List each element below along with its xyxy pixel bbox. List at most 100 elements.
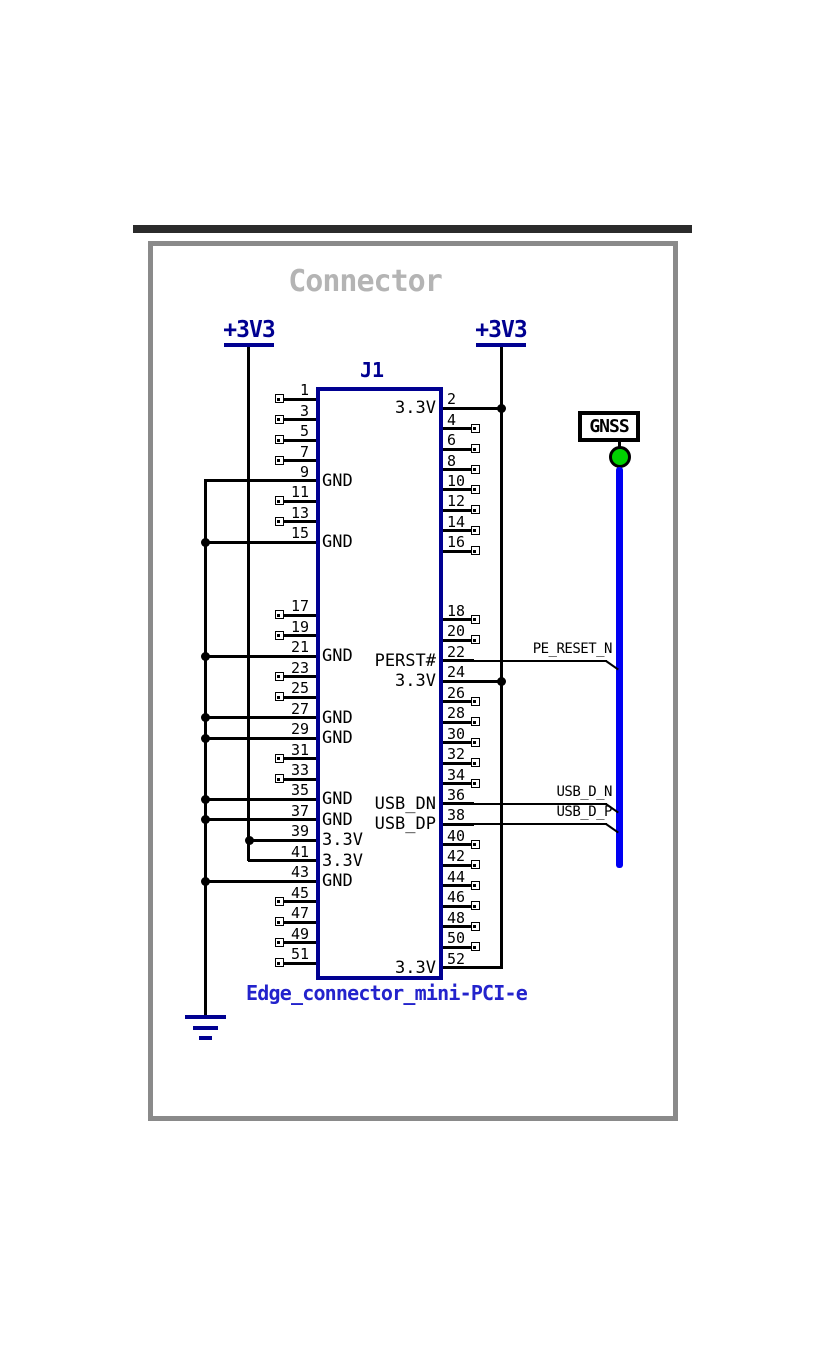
pin-5-wire — [283, 438, 316, 442]
pin-41-wire — [248, 859, 316, 862]
power-flag-3v3-right-label: +3V3 — [475, 317, 527, 343]
pin-7-number: 7 — [299, 442, 309, 461]
gnss-bus-line — [616, 467, 623, 868]
pin-3-no-connect-icon — [275, 414, 284, 424]
pin-15-label: GND — [322, 532, 353, 552]
pin-44-wire — [443, 884, 473, 887]
pin-4-wire — [443, 427, 473, 430]
pin-1-number: 1 — [299, 381, 309, 399]
pin-43-number: 43 — [290, 863, 309, 881]
power-wire-left — [247, 347, 250, 861]
net-wire-USB_D_P — [474, 823, 607, 825]
pin-40-number: 40 — [447, 826, 466, 845]
pin-28-no-connect-icon-notch — [472, 720, 476, 724]
connector-refdes: J1 — [359, 358, 385, 382]
pin-23-no-connect-icon — [275, 671, 284, 681]
top-rule — [133, 225, 692, 233]
pin-11-number: 11 — [290, 483, 309, 501]
pin-37-number: 37 — [290, 801, 309, 820]
pin-16-no-connect-icon — [471, 546, 480, 555]
pin-22-label: PERST# — [374, 650, 436, 671]
pin-38-label: USB_DP — [374, 814, 436, 834]
pin-48-number: 48 — [447, 908, 466, 927]
pin-18-no-connect-icon — [471, 614, 480, 624]
pin-6-no-connect-icon-notch — [472, 447, 476, 451]
pin-15-wire — [204, 540, 316, 544]
pin-16-number: 16 — [447, 533, 466, 551]
pin-3-wire — [283, 418, 316, 421]
pin-40-no-connect-icon-notch — [472, 843, 476, 846]
pin-9-wire — [204, 479, 316, 482]
pin-11-no-connect-icon — [275, 496, 284, 505]
pin-45-number: 45 — [290, 883, 309, 902]
pin-27-label: GND — [322, 707, 353, 728]
pin-44-number: 44 — [447, 867, 466, 886]
pin-9-number: 9 — [299, 462, 309, 481]
junction-dot-pin-24 — [496, 676, 506, 686]
pin-20-wire — [443, 638, 473, 642]
pin-35-label: GND — [322, 789, 353, 809]
power-wire-right — [500, 347, 503, 969]
pin-50-wire — [443, 945, 473, 949]
pin-43-wire — [204, 879, 316, 883]
ground-bar-1 — [185, 1015, 226, 1019]
pin-50-number: 50 — [447, 929, 466, 947]
pin-33-number: 33 — [290, 761, 309, 779]
pin-10-wire — [443, 488, 473, 491]
pin-32-wire — [443, 761, 473, 765]
gnss-flag: GNSS — [578, 411, 640, 442]
pin-17-number: 17 — [290, 597, 309, 615]
junction-dot-pin-29 — [200, 733, 210, 743]
pin-23-number: 23 — [290, 658, 309, 677]
pin-29-number: 29 — [290, 720, 309, 738]
power-flag-3v3-left-label: +3V3 — [223, 317, 275, 343]
pin-30-no-connect-icon — [471, 737, 480, 747]
net-label-PE_RESET_N: PE_RESET_N — [532, 640, 613, 657]
pin-40-wire — [443, 843, 473, 846]
pin-28-number: 28 — [447, 704, 466, 722]
pin-30-no-connect-icon-notch — [472, 741, 476, 744]
pin-50-no-connect-icon-notch — [472, 945, 476, 949]
pin-29-wire — [204, 736, 316, 740]
pin-2-wire — [443, 406, 503, 410]
pin-40-no-connect-icon — [471, 839, 480, 849]
pin-20-no-connect-icon-notch — [472, 638, 476, 642]
sheet-title: Connector — [288, 264, 443, 299]
connector-body — [316, 387, 443, 980]
net-label-USB_D_N: USB_D_N — [556, 783, 612, 800]
gnss-stub-wire — [618, 441, 621, 448]
pin-10-no-connect-icon-notch — [472, 488, 476, 491]
pin-9-label: GND — [322, 470, 353, 491]
pin-8-no-connect-icon-notch — [472, 468, 476, 471]
pin-35-wire — [204, 797, 316, 801]
pin-47-number: 47 — [290, 904, 309, 922]
pin-42-no-connect-icon-notch — [472, 863, 476, 867]
pin-46-no-connect-icon — [471, 901, 480, 910]
pin-33-wire — [283, 777, 316, 781]
pin-31-number: 31 — [290, 740, 309, 759]
junction-dot-pin-21 — [200, 651, 210, 661]
pin-7-no-connect-icon-notch — [276, 459, 280, 462]
pin-37-label: GND — [322, 809, 353, 830]
junction-dot-pin-2 — [496, 403, 506, 413]
pin-14-no-connect-icon-notch — [472, 529, 476, 532]
pin-43-label: GND — [322, 871, 353, 891]
junction-dot-pin-27 — [200, 713, 210, 722]
net-wire-PE_RESET_N — [474, 659, 607, 662]
pin-46-number: 46 — [447, 888, 466, 906]
pin-8-wire — [443, 468, 473, 471]
pin-39-label: 3.3V — [322, 830, 363, 850]
pin-28-wire — [443, 720, 473, 724]
pin-25-no-connect-icon — [275, 692, 284, 701]
pin-25-no-connect-icon-notch — [276, 695, 280, 699]
pin-30-number: 30 — [447, 724, 466, 743]
pin-45-no-connect-icon-notch — [276, 900, 280, 903]
pin-13-number: 13 — [290, 503, 309, 522]
pin-10-number: 10 — [447, 471, 466, 490]
pin-18-wire — [443, 618, 473, 621]
pin-47-wire — [283, 920, 316, 924]
pin-41-label: 3.3V — [322, 850, 363, 871]
pin-8-no-connect-icon — [471, 464, 480, 474]
pin-19-number: 19 — [290, 617, 309, 636]
pin-13-no-connect-icon — [275, 516, 284, 526]
